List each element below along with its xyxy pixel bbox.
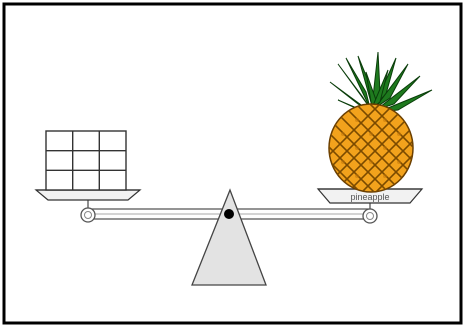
fulcrum (191, 188, 267, 286)
cube-grid (45, 130, 127, 191)
right-pan-label: pineapple (350, 192, 389, 202)
right-pivot-ring (362, 208, 378, 224)
pineapple-icon (328, 51, 433, 193)
left-pivot-ring (80, 207, 96, 223)
left-pan (34, 189, 142, 201)
fulcrum-pivot-dot (224, 209, 234, 219)
pineapple-leaves (329, 51, 433, 113)
